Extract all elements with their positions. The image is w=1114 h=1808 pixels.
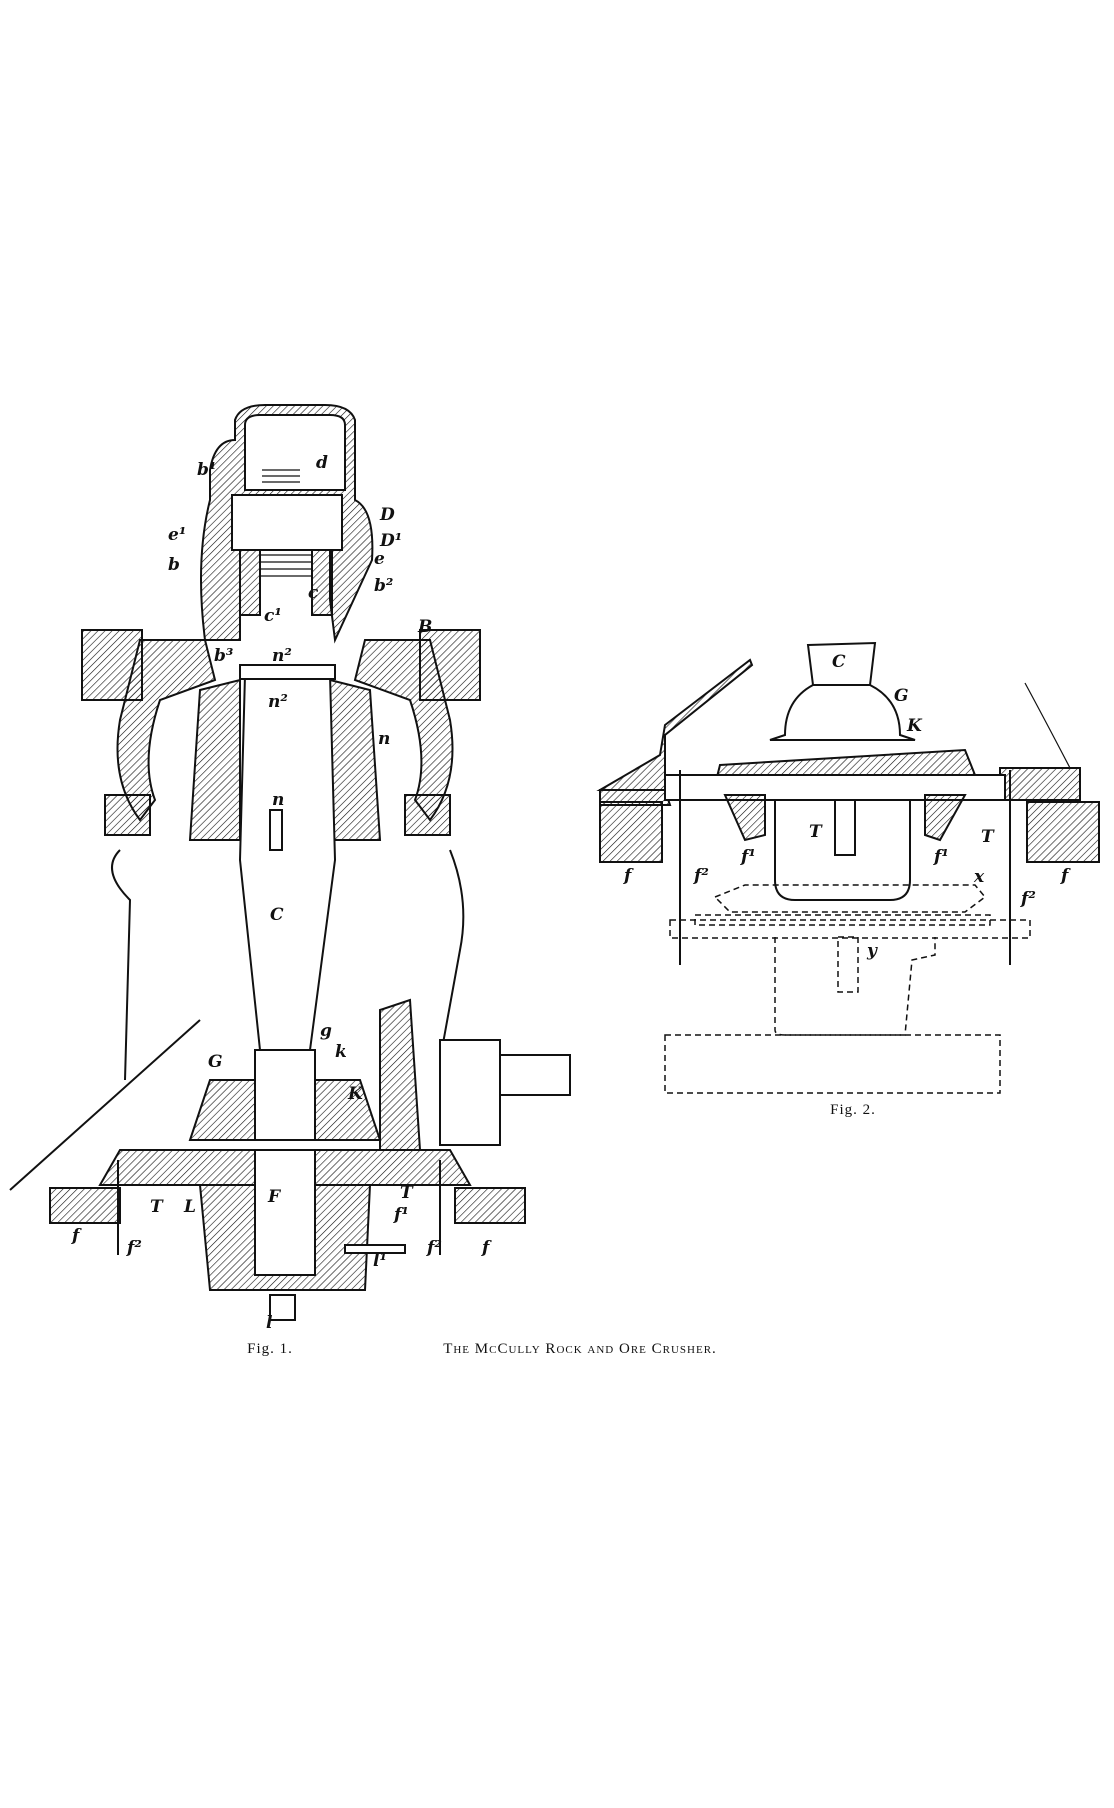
label: K — [906, 716, 923, 736]
label: n² — [268, 692, 288, 712]
chute-line — [9, 1019, 201, 1191]
label: b — [168, 555, 180, 575]
label: D¹ — [379, 531, 402, 551]
concave-right — [329, 678, 382, 841]
label: T — [981, 827, 995, 847]
key-n — [269, 809, 283, 851]
label: f² — [1020, 889, 1036, 909]
label: f¹ — [740, 847, 756, 867]
left-outer-wall — [111, 849, 132, 1081]
pinion-bracket — [379, 998, 422, 1151]
dashed-support-y — [774, 937, 936, 1036]
label: f — [481, 1238, 492, 1258]
bracket-right — [924, 794, 967, 842]
dashed-bar — [694, 914, 991, 926]
dashed-disk-x — [713, 884, 987, 913]
left-frame — [116, 639, 217, 822]
label: f² — [693, 866, 709, 886]
label: f¹ — [393, 1205, 409, 1225]
dashed-crossbar — [669, 919, 1031, 939]
label: B — [417, 617, 432, 637]
label: L — [183, 1197, 196, 1217]
break-line — [1024, 682, 1071, 769]
label: D — [379, 505, 395, 525]
dashed-base — [664, 1034, 1001, 1094]
label: n — [378, 729, 390, 749]
figure-1-caption: Fig. 1. — [247, 1341, 293, 1357]
label: K — [347, 1084, 364, 1104]
concave-left — [188, 678, 241, 841]
countershaft — [499, 1054, 571, 1096]
housing-cavity — [244, 414, 346, 491]
label: n² — [272, 646, 292, 666]
plate-title: The McCully Rock and Ore Crusher. — [443, 1341, 717, 1357]
label: G — [208, 1052, 223, 1072]
label: f — [71, 1226, 82, 1246]
label: T — [400, 1183, 414, 1203]
label: F — [267, 1187, 282, 1207]
label: n — [272, 790, 284, 810]
timber-right — [454, 1187, 526, 1224]
bracket-left — [723, 794, 766, 842]
timber-f-left — [599, 801, 663, 863]
label: b³ — [214, 646, 233, 666]
thread-lines — [260, 469, 312, 577]
shaft-collar — [239, 664, 336, 680]
label: y — [866, 941, 878, 961]
eccentric-sleeve — [254, 1049, 316, 1141]
label: T — [150, 1197, 164, 1217]
right-outer-wall — [439, 849, 465, 1061]
label: e — [374, 549, 385, 569]
label: l¹ — [373, 1251, 387, 1271]
figure-2-drawing: C G K T T f¹ f¹ f f² f x f² y — [596, 641, 1100, 1094]
dashed-spindle — [837, 936, 859, 993]
lower-shaft-F — [254, 1149, 316, 1276]
countershaft-bearing — [439, 1039, 501, 1146]
adjusting-nut — [231, 494, 343, 551]
label: f² — [426, 1238, 442, 1258]
bearing-right — [311, 549, 333, 616]
label: e¹ — [168, 525, 186, 545]
label: b² — [374, 576, 393, 596]
spindle — [834, 799, 856, 856]
timber-f-right — [1026, 801, 1100, 863]
label: C — [270, 905, 284, 925]
label: T — [809, 822, 823, 842]
main-shaft-C — [238, 674, 337, 1051]
label: c¹ — [264, 606, 282, 626]
label: C — [832, 652, 846, 672]
label: x — [973, 867, 985, 887]
gear-cone-G — [769, 684, 916, 741]
label: g — [320, 1021, 332, 1041]
label: f¹ — [933, 847, 949, 867]
mid-left-flange — [104, 794, 151, 836]
right-plate — [999, 767, 1081, 801]
bearing-left — [239, 549, 261, 616]
label: f — [623, 866, 634, 886]
label: c — [308, 583, 319, 603]
label: d — [316, 453, 328, 473]
figure-2-caption: Fig. 2. — [830, 1102, 876, 1118]
label: f — [1060, 866, 1071, 886]
label: l — [266, 1313, 273, 1333]
label: b¹ — [197, 460, 216, 480]
timber-left — [49, 1187, 121, 1224]
label: f² — [126, 1238, 142, 1258]
valve-l — [269, 1294, 296, 1321]
figure-1-drawing: b¹ d D D¹ e¹ e b b² c c¹ B b³ n² n² n n … — [9, 404, 571, 1333]
mid-right-flange — [404, 794, 451, 836]
lever-l1 — [344, 1244, 406, 1254]
label: G — [894, 686, 909, 706]
label: k — [335, 1042, 347, 1062]
